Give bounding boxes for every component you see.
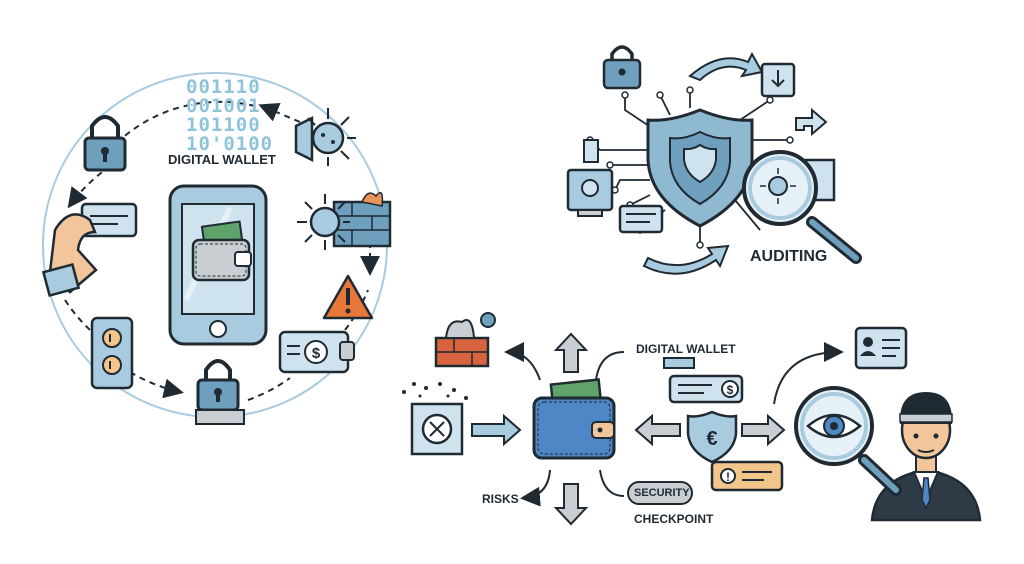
wallet-flow: $ € !	[402, 312, 982, 526]
svg-text:€: €	[706, 428, 717, 450]
security-pill	[627, 481, 693, 505]
binary-line-2: 001001	[186, 95, 261, 117]
digital-wallet-title: DIGITAL WALLET	[168, 152, 276, 167]
small-card-icon	[663, 357, 695, 369]
dollar-card-2-icon: $	[668, 374, 744, 404]
dollar-card-icon: $	[278, 330, 355, 374]
digital-wallet-label: DIGITAL WALLET	[636, 342, 736, 356]
hand-card-icon	[41, 202, 138, 298]
svg-text:$: $	[727, 383, 734, 397]
virus-icon	[294, 108, 356, 166]
cycle-arrow-top-icon	[688, 51, 764, 82]
auditing-label: AUDITING	[750, 248, 828, 265]
padlock-audit-icon	[602, 45, 642, 90]
binary-line-3: 101100	[186, 114, 261, 136]
arrow-right-2-icon	[741, 413, 786, 447]
arrow-right-icon	[471, 413, 522, 447]
virus-firewall-icon	[297, 191, 392, 250]
firewall-icon	[434, 312, 496, 368]
binary-line-1: 001110	[186, 76, 261, 98]
arrow-down-icon	[553, 483, 589, 526]
monitor-icon	[566, 139, 614, 217]
magnifier-virus-icon	[742, 150, 862, 264]
eye-magnifier-icon	[794, 386, 902, 496]
svg-text:!: !	[726, 470, 730, 484]
binary-line-4: 10'0100	[186, 133, 274, 155]
id-card-icon	[854, 326, 908, 370]
checkpoint-label: CHECKPOINT	[634, 512, 714, 526]
padlock-bottom-icon	[195, 359, 245, 425]
alert-card-icon: !	[710, 460, 784, 492]
cycle-arrow-bottom-icon	[642, 244, 730, 275]
arrow-up-icon	[553, 332, 589, 373]
svg-text:$: $	[312, 345, 321, 362]
smartphone-icon	[168, 184, 268, 346]
download-icon	[760, 62, 796, 98]
risks-label: RISKS	[482, 492, 519, 506]
euro-shield-icon: €	[686, 410, 738, 464]
message-card-icon	[618, 204, 664, 234]
wallet-icon	[532, 378, 616, 460]
padlock-icon	[83, 115, 127, 172]
auditing-panel	[566, 45, 862, 275]
vault-icon	[402, 382, 468, 456]
share-arrow-icon	[795, 107, 828, 137]
switch-icon	[90, 316, 134, 390]
security-label: SECURITY	[634, 487, 690, 499]
warning-icon	[322, 274, 374, 320]
arrow-left-icon	[634, 413, 681, 447]
auditor-person-icon	[870, 392, 982, 522]
